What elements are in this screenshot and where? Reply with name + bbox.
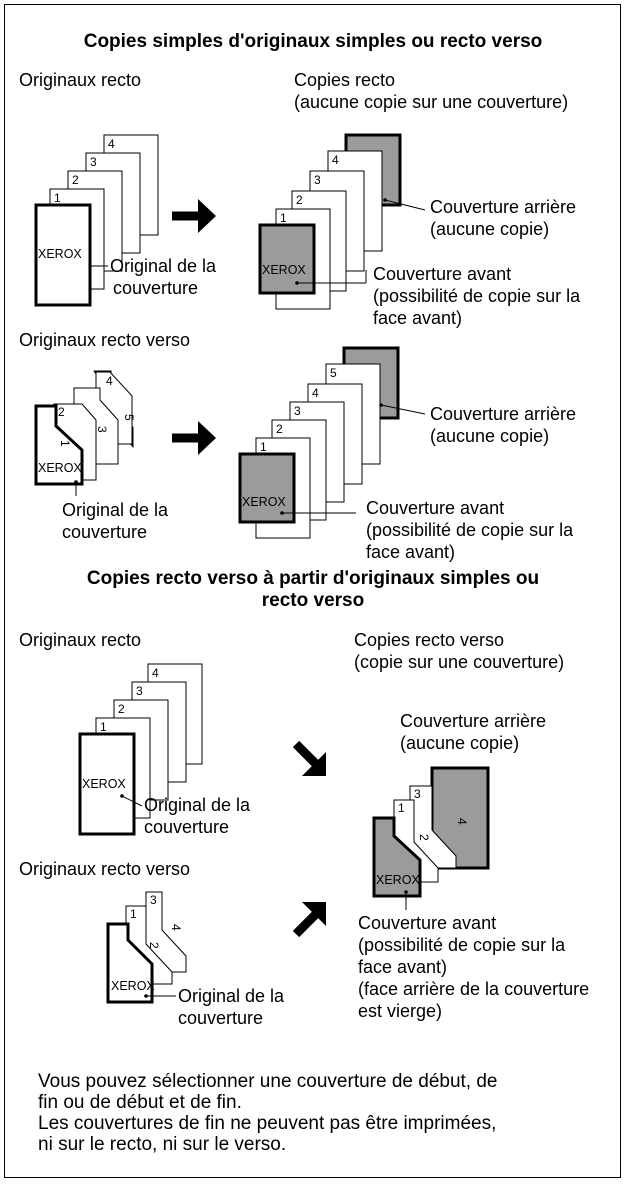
- svg-text:3: 3: [95, 426, 109, 433]
- label-cover-original-3b: couverture: [144, 817, 229, 837]
- xerox-logo-text: XEROX: [262, 263, 306, 277]
- svg-text:5: 5: [330, 366, 337, 380]
- stack-duplex-originals-2: 3 4 1 2 XEROX: [106, 891, 187, 1004]
- page-number-4: 4: [108, 137, 115, 151]
- label-back-cover-3: Couverture arrière: [400, 711, 546, 731]
- label-copies-simplex-note: (aucune copie sur une couverture): [294, 92, 568, 112]
- svg-text:4: 4: [312, 386, 319, 400]
- label-front-cover-3c: face avant): [358, 957, 447, 977]
- section1-heading: Copies simples d'originaux simples ou re…: [84, 31, 543, 52]
- svg-text:3: 3: [136, 684, 143, 698]
- label-back-cover-3b: (aucune copie): [400, 733, 519, 753]
- svg-text:1: 1: [280, 211, 287, 225]
- label-originals-simplex: Originaux recto: [19, 70, 141, 90]
- front-cover-page: [238, 452, 296, 524]
- arrow-down-right-icon: [292, 740, 326, 776]
- label-front-cover-3e: est vierge): [358, 1001, 442, 1021]
- label-originals-duplex: Originaux recto verso: [19, 330, 190, 350]
- page-frame: [4, 4, 621, 1178]
- label-front-cover-2: (possibilité de copie sur la: [373, 286, 581, 306]
- label-front-cover-3b: (possibilité de copie sur la: [358, 935, 566, 955]
- svg-text:2: 2: [118, 702, 125, 716]
- label-cover-original-duplex-2: couverture: [62, 522, 147, 542]
- label-front-cover-3: face avant): [373, 308, 462, 328]
- label-back-cover-duplex-2: (aucune copie): [430, 426, 549, 446]
- svg-text:3: 3: [294, 404, 301, 418]
- stack-duplex-originals: 4 5 2 3 1 XEROX: [34, 370, 136, 496]
- footer-note: Vous pouvez sélectionner une couverture …: [38, 1071, 608, 1155]
- xerox-logo-text: XEROX: [38, 461, 82, 475]
- svg-text:5: 5: [122, 414, 136, 421]
- footer-line-3: Les couvertures de fin ne peuvent pas êt…: [38, 1113, 497, 1134]
- label-cover-original-duplex: Original de la: [62, 500, 169, 520]
- page-number-2: 2: [72, 173, 79, 187]
- svg-text:4: 4: [152, 666, 159, 680]
- cover-original: [78, 732, 136, 836]
- label-copies-duplex: Copies recto verso: [354, 630, 504, 650]
- arrow-up-right-icon: [292, 902, 326, 938]
- svg-text:1: 1: [58, 440, 72, 447]
- cover-original: [34, 203, 92, 307]
- footer-line-4: ni sur le recto, ni sur le verso.: [38, 1134, 287, 1155]
- section2-heading-2: recto verso: [262, 590, 364, 611]
- stack-simplex-copies: 4 3 2 1 XEROX: [258, 133, 426, 310]
- svg-text:4: 4: [455, 818, 469, 825]
- front-cover-page: [372, 816, 422, 898]
- stack-simplex-originals-2: 4 3 2 1 XEROX: [78, 663, 203, 836]
- xerox-logo-text: XEROX: [111, 979, 155, 993]
- label-originals-duplex-2: Originaux recto verso: [19, 859, 190, 879]
- svg-text:2: 2: [296, 193, 303, 207]
- arrow-right-icon: [172, 199, 216, 233]
- section2-heading: Copies recto verso à partir d'originaux …: [87, 568, 539, 589]
- stack-duplex-copies: 3 4 1 2 XEROX: [372, 766, 490, 910]
- label-front-cover-3: Couverture avant: [358, 913, 496, 933]
- svg-text:4: 4: [332, 153, 339, 167]
- label-front-cover-duplex: Couverture avant: [366, 498, 504, 518]
- label-originals-simplex-2: Originaux recto: [19, 630, 141, 650]
- svg-text:2: 2: [276, 422, 283, 436]
- svg-text:3: 3: [414, 787, 421, 801]
- svg-text:3: 3: [314, 173, 321, 187]
- svg-text:1: 1: [130, 907, 137, 921]
- label-cover-original-2: couverture: [113, 278, 198, 298]
- svg-text:1: 1: [100, 720, 107, 734]
- label-cover-original-4b: couverture: [178, 1008, 263, 1028]
- xerox-logo-text: XEROX: [376, 873, 420, 887]
- svg-text:2: 2: [417, 834, 431, 841]
- label-front-cover: Couverture avant: [373, 264, 511, 284]
- xerox-logo-text: XEROX: [242, 495, 286, 509]
- front-cover-page: [258, 223, 316, 295]
- label-copies-simplex: Copies recto: [294, 70, 395, 90]
- svg-text:4: 4: [169, 924, 183, 931]
- label-cover-original: Original de la: [110, 256, 217, 276]
- svg-text:3: 3: [150, 893, 157, 907]
- label-back-cover-duplex: Couverture arrière: [430, 404, 576, 424]
- label-back-cover: Couverture arrière: [430, 197, 576, 217]
- label-cover-original-3: Original de la: [144, 795, 251, 815]
- label-front-cover-duplex-3: face avant): [366, 542, 455, 562]
- xerox-logo-text: XEROX: [38, 247, 82, 261]
- label-back-cover-2: (aucune copie): [430, 219, 549, 239]
- label-front-cover-duplex-2: (possibilité de copie sur la: [366, 520, 574, 540]
- stack-simplex-copies-from-duplex: 5 4 3 2 1 XEROX: [238, 346, 426, 539]
- xerox-logo-text: XEROX: [82, 777, 126, 791]
- stack-simplex-originals: 4 3 2 1 XEROX: [34, 134, 159, 307]
- footer-line-2: fin ou de début et de fin.: [38, 1092, 242, 1113]
- label-copies-duplex-note: (copie sur une couverture): [354, 652, 564, 672]
- label-cover-original-4: Original de la: [178, 986, 285, 1006]
- svg-text:4: 4: [106, 374, 113, 388]
- svg-text:1: 1: [260, 440, 267, 454]
- svg-text:2: 2: [147, 942, 161, 949]
- footer-line-1: Vous pouvez sélectionner une couverture …: [38, 1071, 498, 1092]
- svg-text:2: 2: [58, 405, 65, 419]
- svg-text:1: 1: [398, 801, 405, 815]
- arrow-right-icon: [172, 421, 216, 455]
- page-number-3: 3: [90, 155, 97, 169]
- page-number-1: 1: [54, 191, 61, 205]
- label-front-cover-3d: (face arrière de la couverture: [358, 979, 589, 999]
